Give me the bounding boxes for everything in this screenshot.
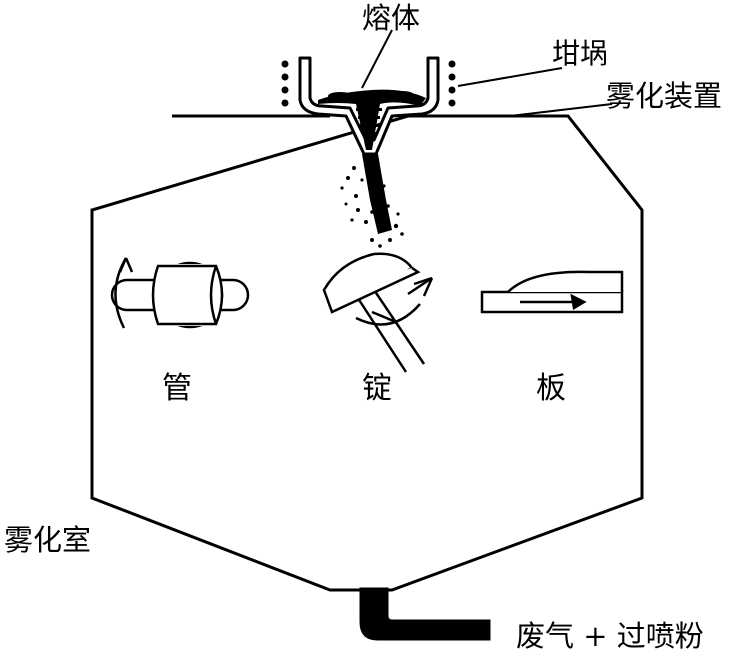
- leader-melt: [361, 29, 393, 89]
- label-melt: 熔体: [362, 1, 421, 35]
- label-atomizer: 雾化装置: [606, 79, 723, 113]
- atomization-chamber: [90, 114, 644, 592]
- label-chamber: 雾化室: [4, 523, 92, 557]
- melt-icon: [318, 89, 426, 150]
- label-crucible: 坩埚: [552, 37, 609, 70]
- spray-cone-icon: [340, 154, 404, 248]
- exhaust-pipe-icon: [359, 587, 491, 641]
- rotating-tube-icon: [110, 257, 250, 329]
- crucible-icon: [298, 56, 440, 156]
- label-tube: 管: [162, 371, 192, 406]
- label-plate: 板: [536, 371, 566, 406]
- moving-plate-icon: [480, 270, 624, 314]
- leader-atomizer: [509, 103, 613, 117]
- induction-coil-icon: [281, 60, 456, 107]
- leader-crucible: [457, 67, 563, 87]
- rotating-ingot-icon: [322, 252, 434, 373]
- label-exhaust: 废气 + 过喷粉: [516, 619, 704, 653]
- label-ingot: 锭: [362, 371, 392, 406]
